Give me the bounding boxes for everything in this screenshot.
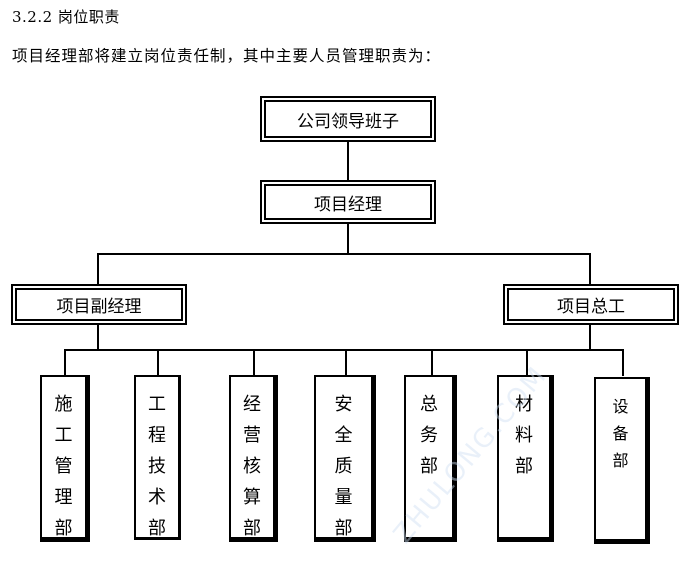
box-deputy-manager: 项目副经理	[11, 284, 187, 325]
box-dept-materials: 材料部	[497, 375, 554, 542]
connector-line	[431, 349, 433, 376]
connector-line	[347, 140, 349, 182]
connector-line	[157, 349, 159, 376]
connector-line	[347, 222, 349, 254]
connector-line	[97, 323, 99, 350]
connector-line	[97, 253, 99, 285]
box-dept-safety-quality: 安全质量部	[314, 375, 376, 542]
box-dept-accounting: 经营核算部	[229, 375, 278, 542]
dept-label: 总务部	[419, 394, 438, 477]
connector-line	[64, 349, 66, 376]
connector-line	[589, 323, 591, 350]
dept-label: 安全质量部	[334, 394, 353, 539]
box-label: 公司领导班子	[297, 111, 399, 132]
connector-line	[97, 253, 591, 255]
box-dept-general-affairs: 总务部	[404, 375, 457, 542]
box-project-manager: 项目经理	[260, 180, 436, 224]
connector-line	[345, 349, 347, 376]
connector-line	[253, 349, 255, 376]
connector-line	[64, 349, 624, 351]
connector-line	[589, 253, 591, 285]
dept-label: 施工管理部	[54, 394, 73, 539]
connector-line	[526, 349, 528, 376]
box-label: 项目副经理	[56, 297, 142, 317]
box-dept-engineering: 工程技术部	[134, 375, 181, 540]
box-label: 项目经理	[314, 194, 382, 215]
intro-paragraph: 项目经理部将建立岗位责任制，其中主要人员管理职责为：	[12, 47, 442, 65]
dept-label: 设备部	[612, 397, 629, 470]
box-dept-equipment: 设备部	[594, 377, 650, 544]
box-company-leadership: 公司领导班子	[260, 96, 436, 142]
connector-line	[622, 349, 624, 376]
box-dept-construction: 施工管理部	[40, 375, 90, 542]
section-heading: 3.2.2 岗位职责	[12, 8, 120, 26]
dept-label: 经营核算部	[242, 394, 261, 539]
box-chief-engineer: 项目总工	[503, 284, 679, 325]
dept-label: 工程技术部	[147, 394, 166, 539]
box-label: 项目总工	[557, 297, 625, 317]
dept-label: 材料部	[514, 394, 533, 477]
